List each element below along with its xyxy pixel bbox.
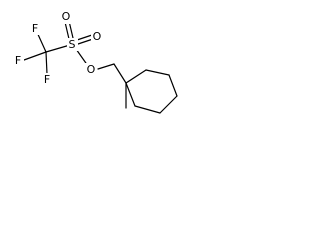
atom-oxygen-top: O xyxy=(62,10,71,23)
bond-ring-2 xyxy=(145,69,170,76)
chemical-structure-canvas: F F F S O O O xyxy=(0,0,198,141)
atom-labels: F F F S O O O xyxy=(13,10,103,86)
bond-c-s xyxy=(45,44,71,53)
atom-oxygen-right: O xyxy=(93,30,102,43)
bond-ch2-cq xyxy=(113,63,127,84)
bond-s-o-right-a xyxy=(76,34,93,41)
bonds xyxy=(23,20,178,114)
structure-svg: F F F S O O O xyxy=(13,10,178,114)
atom-oxygen-ester: O xyxy=(87,63,96,76)
bond-c-f-bottom xyxy=(45,51,48,75)
bond-c-f-left xyxy=(23,51,47,61)
atom-f-bottom: F xyxy=(44,73,50,86)
bond-o-ch2 xyxy=(97,63,115,70)
bond-ring-5 xyxy=(134,105,161,114)
bond-ring-3 xyxy=(168,74,178,97)
bond-ring-6 xyxy=(125,82,136,107)
atom-f-left: F xyxy=(15,54,21,67)
atom-sulfur: S xyxy=(69,38,76,51)
atom-f-top: F xyxy=(32,22,38,35)
bond-ring-1 xyxy=(125,69,147,84)
bond-ring-4 xyxy=(159,95,178,114)
bond-s-o-right-b xyxy=(77,38,94,45)
bond-s-o-top-a xyxy=(64,21,70,40)
